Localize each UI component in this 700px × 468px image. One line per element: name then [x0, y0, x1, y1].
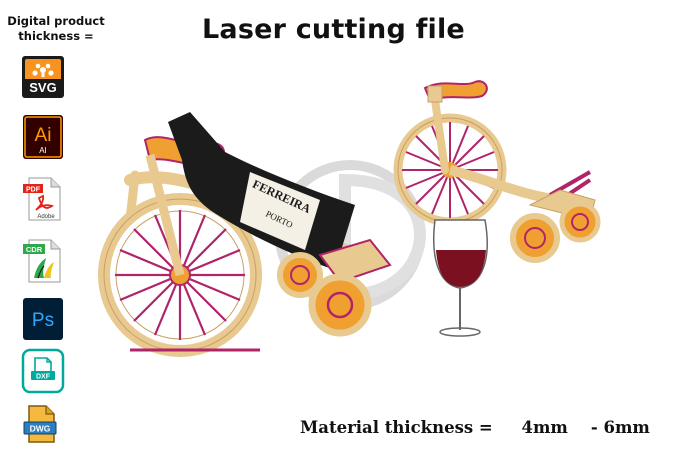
material-thickness-min: 4mm	[521, 418, 568, 437]
heading-line-2: thickness =	[18, 29, 94, 43]
ps-format-label: Ps	[32, 310, 54, 331]
pdf-file-icon: PDF Adobe	[20, 176, 66, 222]
product-illustration: FERREIRA PORTO	[90, 60, 700, 410]
svg-format-label: SVG	[29, 80, 56, 95]
material-thickness: Material thickness = 4mm - 6mm	[300, 418, 650, 437]
digital-product-heading: Digital product thickness =	[0, 14, 112, 44]
wine-bottle: FERREIRA PORTO	[168, 112, 355, 270]
material-thickness-max: - 6mm	[590, 418, 650, 437]
left-bicycle: FERREIRA PORTO	[98, 112, 392, 357]
dwg-file-icon: DWG	[20, 402, 66, 448]
page-title: Laser cutting file	[202, 14, 465, 45]
dxf-file-icon: DXF	[20, 348, 66, 394]
material-thickness-label: Material thickness =	[300, 418, 493, 437]
pdf-format-label: PDF	[26, 187, 41, 194]
ai-format-label: Ai	[35, 125, 52, 146]
coreldraw-file-icon: CDR	[20, 238, 66, 284]
right-bicycle	[393, 80, 601, 263]
heading-line-1: Digital product	[7, 14, 105, 28]
file-format-icons: SVG Ai AI PDF Adobe CDR	[20, 0, 66, 468]
wooden-bicycle-wine-holders: FERREIRA PORTO	[98, 80, 601, 357]
pdf-format-sublabel: Adobe	[37, 214, 55, 220]
photoshop-icon: Ps	[20, 296, 66, 342]
dwg-format-label: DWG	[30, 424, 51, 434]
adobe-illustrator-icon: Ai AI	[20, 114, 66, 160]
ai-format-sublabel: AI	[39, 146, 47, 155]
svg-format-icon: SVG	[20, 54, 66, 100]
dxf-format-label: DXF	[36, 374, 51, 381]
cdr-format-label: CDR	[26, 245, 43, 254]
wine-glass	[433, 219, 488, 337]
